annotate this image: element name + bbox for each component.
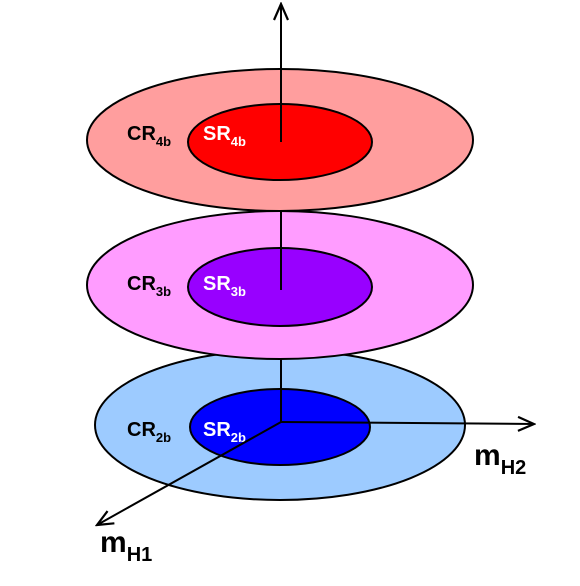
sr-3b-label-sub: 3b [231, 284, 246, 299]
cr-2b-label-base: CR [127, 419, 156, 441]
sr-2b-label-sub: 2b [231, 430, 246, 445]
cr-2b-label-sub: 2b [156, 430, 171, 445]
sr-2b-label-base: SR [203, 419, 231, 441]
sr-4b-label-base: SR [203, 123, 231, 145]
cr-4b-label: CR4b [127, 123, 171, 149]
cr-3b-label-base: CR [127, 273, 156, 295]
sr-3b-label-base: SR [203, 273, 231, 295]
x-axis-label: mH2 [474, 439, 526, 479]
cr-3b-label: CR3b [127, 273, 171, 299]
layer-2b: CR2b SR2b [94, 349, 466, 501]
cr-4b-label-sub: 4b [156, 134, 171, 149]
sr-3b-label: SR3b [203, 273, 246, 299]
cr-3b-label-sub: 3b [156, 284, 171, 299]
cr-4b-label-base: CR [127, 123, 156, 145]
cr-2b-label: CR2b [127, 419, 171, 445]
y-axis-label-sub: H1 [127, 544, 153, 566]
x-axis-label-sub: H2 [501, 457, 527, 479]
x-axis-label-base: m [474, 439, 501, 472]
sr-4b-label-sub: 4b [231, 134, 246, 149]
sr-2b-label: SR2b [203, 419, 246, 445]
sr-4b-label: SR4b [203, 123, 246, 149]
y-axis-arrow [97, 421, 282, 525]
x-axis-arrow [280, 422, 534, 424]
y-axis-label-base: m [100, 526, 127, 559]
y-axis-label: mH1 [100, 526, 152, 566]
